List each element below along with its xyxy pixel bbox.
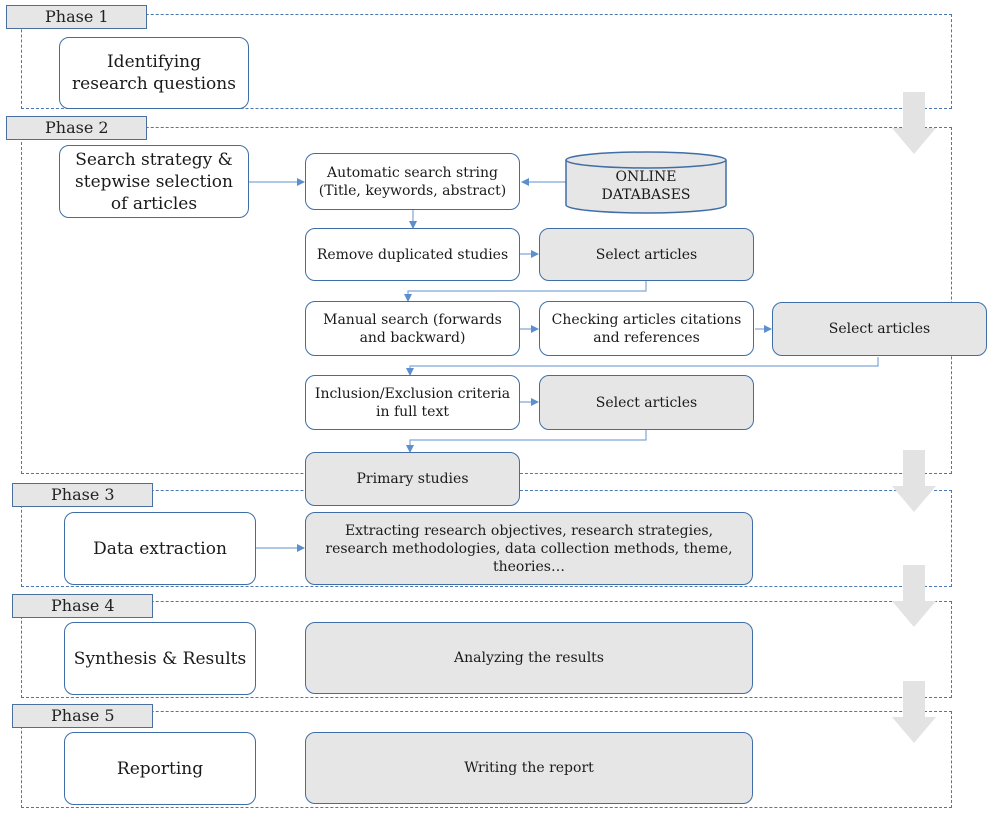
phase-4-frame [21,601,952,698]
automatic-search-box: Automatic search string (Title, keywords… [305,153,520,210]
select-articles-box-1: Select articles [539,228,754,281]
data-extraction-box: Data extraction [64,512,256,585]
search-strategy-label: Search strategy & stepwise selection of … [75,149,233,214]
synthesis-label: Synthesis & Results [73,648,247,669]
select-articles-label: Select articles [595,394,698,411]
connector-select1-to-manual [404,281,647,302]
phase-4-label: Phase 4 [12,594,153,618]
down-arrow-icon [892,681,936,743]
extracting-label: Extracting research objectives, research… [325,522,733,575]
manual-search-label: Manual search (forwards and backward) [323,311,502,346]
manual-search-box: Manual search (forwards and backward) [305,301,520,356]
extracting-box: Extracting research objectives, research… [305,512,753,585]
phase-2-label: Phase 2 [6,116,147,140]
phase-1-label: Phase 1 [6,5,147,29]
checking-citations-box: Checking articles citations and referenc… [539,301,754,356]
analyzing-label: Analyzing the results [454,650,604,666]
writing-report-box: Writing the report [305,732,753,804]
connector-select2-to-inclusion [406,357,879,376]
select-articles-label: Select articles [828,321,931,337]
identifying-label: Identifying research questions [72,52,236,94]
phase-5-frame [21,711,952,808]
online-databases-label: ONLINE DATABASES [601,169,691,203]
checking-citations-label: Checking articles citations and referenc… [551,311,742,346]
analyzing-box: Analyzing the results [305,622,753,694]
search-strategy-box: Search strategy & stepwise selection of … [59,145,249,218]
data-extraction-label: Data extraction [93,538,227,559]
connector-select3-to-primary [406,430,647,453]
reporting-label: Reporting [116,758,204,779]
remove-duplicates-label: Remove duplicated studies [316,246,509,263]
down-arrow-icon [892,92,936,154]
inclusion-exclusion-box: Inclusion/Exclusion criteria in full tex… [305,375,520,430]
primary-studies-box: Primary studies [305,452,520,506]
select-articles-box-3: Select articles [539,375,754,430]
remove-duplicates-box: Remove duplicated studies [305,228,520,281]
database-cylinder-icon [565,151,727,214]
automatic-search-label: Automatic search string (Title, keywords… [318,164,507,199]
down-arrow-icon [892,450,936,512]
phase-1-frame [21,14,952,109]
reporting-box: Reporting [64,732,256,805]
phase-5-label: Phase 5 [12,704,153,728]
inclusion-exclusion-label: Inclusion/Exclusion criteria in full tex… [314,385,511,420]
synthesis-results-box: Synthesis & Results [64,622,256,695]
primary-studies-label: Primary studies [356,471,469,487]
phase-3-label: Phase 3 [12,483,153,507]
down-arrow-icon [892,565,936,627]
identifying-research-questions-box: Identifying research questions [59,37,249,109]
select-articles-label: Select articles [595,246,698,263]
writing-label: Writing the report [464,760,594,776]
select-articles-box-2: Select articles [772,302,987,356]
